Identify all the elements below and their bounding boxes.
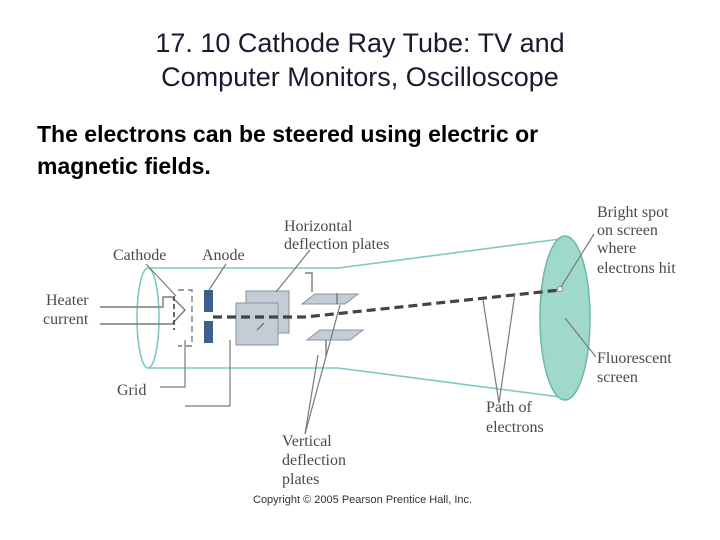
plate-wires xyxy=(256,272,338,356)
slide-title-line-2: Computer Monitors, Oscilloscope xyxy=(161,62,559,92)
bright-spot xyxy=(557,286,563,292)
anode-bottom xyxy=(204,321,213,343)
label-path-1: Path of xyxy=(486,399,532,416)
leader-lines xyxy=(145,233,597,435)
label-heater-2: current xyxy=(43,311,89,328)
slide-title: 17. 10 Cathode Ray Tube: TV and Computer… xyxy=(60,26,660,94)
label-bright-spot-1: Bright spot xyxy=(597,204,669,221)
body-text-line-1: The electrons can be steered using elect… xyxy=(37,121,539,147)
copyright-notice: Copyright © 2005 Pearson Prentice Hall, … xyxy=(253,494,472,506)
label-bright-spot-3: where xyxy=(597,240,636,257)
label-path-2: electrons xyxy=(486,419,544,436)
grid-element xyxy=(178,289,193,347)
label-heater-1: Heater xyxy=(46,292,89,309)
body-text-line-2: magnetic fields. xyxy=(37,153,211,179)
heater-wires xyxy=(100,296,186,325)
label-vertical-1: Vertical xyxy=(282,433,332,450)
label-horizontal-2: deflection plates xyxy=(284,236,389,253)
label-grid: Grid xyxy=(117,382,146,399)
vertical-plate-bottom xyxy=(305,329,365,341)
label-vertical-3: plates xyxy=(282,471,319,488)
label-bright-spot-2: on screen xyxy=(597,222,658,239)
label-cathode: Cathode xyxy=(113,247,166,264)
label-bright-spot-4: electrons hit xyxy=(597,260,676,277)
tube-outline xyxy=(136,237,569,399)
horizontal-plate-front xyxy=(235,302,279,346)
label-fluorescent-1: Fluorescent xyxy=(597,350,672,367)
label-anode: Anode xyxy=(202,247,245,264)
label-fluorescent-2: screen xyxy=(597,369,638,386)
slide-title-line-1: 17. 10 Cathode Ray Tube: TV and xyxy=(155,28,565,58)
label-horizontal-1: Horizontal xyxy=(284,218,353,235)
anode-top xyxy=(204,290,213,312)
label-vertical-2: deflection xyxy=(282,452,346,469)
tube-neck-bottom xyxy=(148,367,569,399)
tube-rear-end xyxy=(136,267,160,369)
vertical-plate-top xyxy=(300,293,360,305)
slide-body-text: The electrons can be steered using elect… xyxy=(37,118,697,182)
tube-neck-top xyxy=(148,237,569,269)
electron-beam xyxy=(213,288,561,319)
